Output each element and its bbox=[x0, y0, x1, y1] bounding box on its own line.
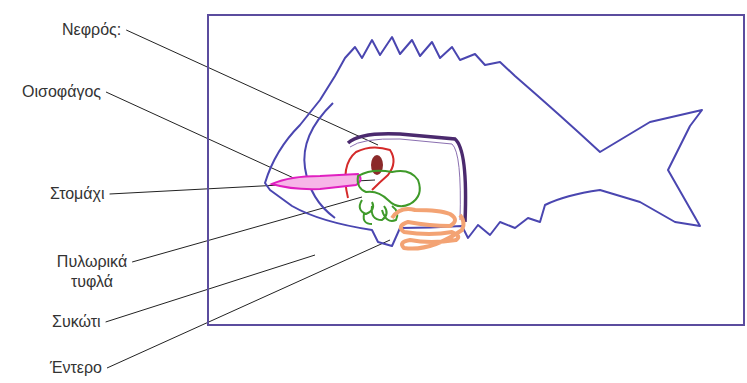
leader-line bbox=[126, 30, 378, 145]
leader-line bbox=[132, 197, 362, 262]
esophagus bbox=[272, 174, 361, 189]
part-label: Στομάχι bbox=[50, 184, 105, 204]
gill-cover bbox=[304, 103, 335, 218]
part-label: Έντερο bbox=[50, 358, 102, 378]
part-label: Νεφρός: bbox=[62, 20, 121, 40]
part-label: Οισοφάγος bbox=[22, 82, 101, 102]
frame bbox=[208, 15, 744, 325]
intestine bbox=[392, 209, 464, 249]
part-label: Συκώτι bbox=[52, 312, 101, 332]
leader-lines bbox=[106, 30, 390, 368]
stomach bbox=[358, 171, 420, 207]
fish-outline bbox=[265, 37, 702, 246]
part-label: Πυλωρικά τυφλά bbox=[57, 252, 127, 292]
cavity-outline bbox=[345, 147, 393, 198]
leader-line bbox=[106, 92, 298, 180]
pyloric-caeca bbox=[360, 200, 398, 224]
leader-line bbox=[107, 240, 390, 368]
